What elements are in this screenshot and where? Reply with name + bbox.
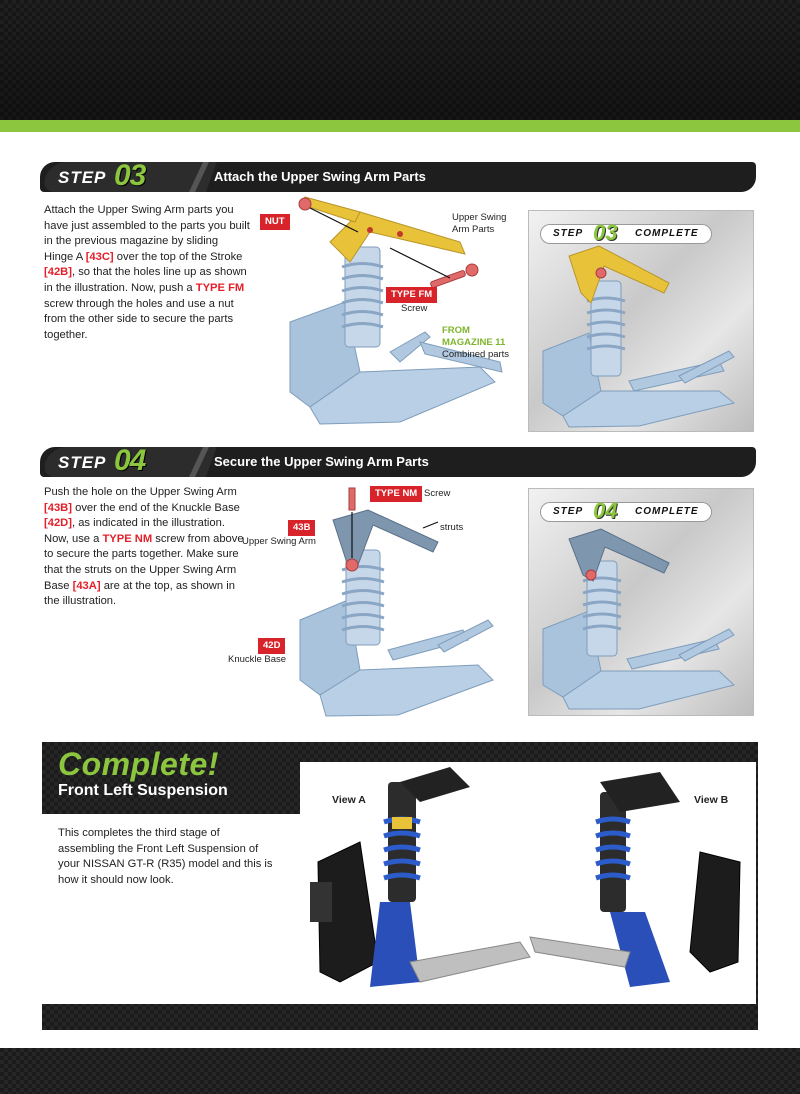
complete-label-step-word: STEP [553,506,584,517]
step03-number: 03 [114,159,146,192]
callout-screw-label: Screw [401,303,428,314]
step03-text-part: , so that the holes line up as shown in … [44,266,247,294]
complete-photo-panel: View A View B [300,762,756,1004]
green-stripe [0,120,800,132]
callout-knuckle-base: Knuckle Base [228,654,287,665]
callout-43b-tag: 43B [288,520,316,536]
step03-instructions: Attach the Upper Swing Arm parts you hav… [44,203,250,343]
screw-type-fm: TYPE FM [195,281,245,294]
step03-text-part: screw through the holes and use a nut fr… [44,297,234,341]
top-carbon-band [0,0,800,120]
callout-struts: struts [440,522,464,533]
complete-label-number: 04 [593,498,618,523]
complete-text-panel [42,814,322,1004]
bottom-carbon-band [0,1048,800,1094]
step04-title: Secure the Upper Swing Arm Parts [214,454,429,469]
view-a-label: View A [332,794,366,806]
complete-subheading: Front Left Suspension [58,782,228,799]
step03-diagram: NUT Upper Swing Arm Parts TYPE FM Screw … [250,192,520,432]
complete-label-step-word: STEP [553,228,584,239]
part-ref-42d: [42D] [44,517,72,530]
callout-combined-parts: Combined parts [442,349,510,360]
step04-word: STEP [58,453,107,472]
finished-suspension-photos [310,767,741,987]
step03-complete-illustration [542,245,736,428]
screw-type-nm: TYPE NM [102,532,153,545]
callout-42d-tag: 42D [258,638,286,654]
step04-text-part: over the end of the Knuckle Base [71,501,240,514]
step04-text-part: screw from above to secure the parts tog… [44,532,244,592]
step03-header: STEP 03 Attach the Upper Swing Arm Parts [40,159,756,192]
step04-instructions: Push the hole on the Upper Swing Arm [43… [44,485,250,610]
step03-complete-panel: STEP 03 COMPLETE [528,210,754,432]
complete-section: View A View B Complete! Front Left Suspe… [42,742,758,1030]
step04-number: 04 [114,444,146,477]
step04-header: STEP 04 Secure the Upper Swing Arm Parts [40,444,756,477]
complete-heading: Complete! [58,746,219,782]
step04-assembly-illustration [299,487,494,717]
step03-complete-label: STEP 03 COMPLETE [541,220,711,245]
callout-type-nm-tag: TYPE NM [370,486,423,502]
callout-nut-tag: NUT [260,214,290,230]
part-ref-43a: [43A] [72,579,101,592]
step04-diagram: TYPE NM Screw struts 43B Upper Swing Arm… [228,480,520,730]
part-ref-42b: [42B] [44,266,72,279]
step03-text-part: over the top of the Stroke [113,250,243,263]
complete-label-complete-word: COMPLETE [635,506,699,517]
step04-complete-panel: STEP 04 COMPLETE [528,488,754,716]
part-ref-43c: [43C] [85,250,114,263]
complete-description: This completes the third stage of assemb… [58,827,273,886]
complete-label-complete-word: COMPLETE [635,228,699,239]
complete-label-number: 03 [593,220,618,245]
step04-complete-illustration [542,528,736,710]
step03-text-part: Attach the Upper Swing Arm parts you hav… [44,204,250,263]
callout-upper-swing-arm: Upper Swing Arm [242,536,316,547]
step03-assembly-illustration [289,196,503,425]
part-ref-43b: [43B] [44,501,72,514]
callout-type-fm-tag: TYPE FM [386,287,438,303]
step03-title: Attach the Upper Swing Arm Parts [214,169,426,184]
step03-word: STEP [58,168,107,187]
view-b-label: View B [694,794,729,806]
step04-text-part: Push the hole on the Upper Swing Arm [44,486,237,498]
callout-from-magazine: FROM MAGAZINE 11 [442,325,506,348]
step04-text-part: , as indicated in the illustration. Now,… [44,517,225,545]
callout-upper-swing-arm-parts: Upper Swing Arm Parts [452,212,507,235]
callout-screw-label: Screw [424,488,451,499]
step04-complete-label: STEP 04 COMPLETE [541,498,711,523]
step04-text-part: are at the top, as shown in the illustra… [44,579,235,608]
